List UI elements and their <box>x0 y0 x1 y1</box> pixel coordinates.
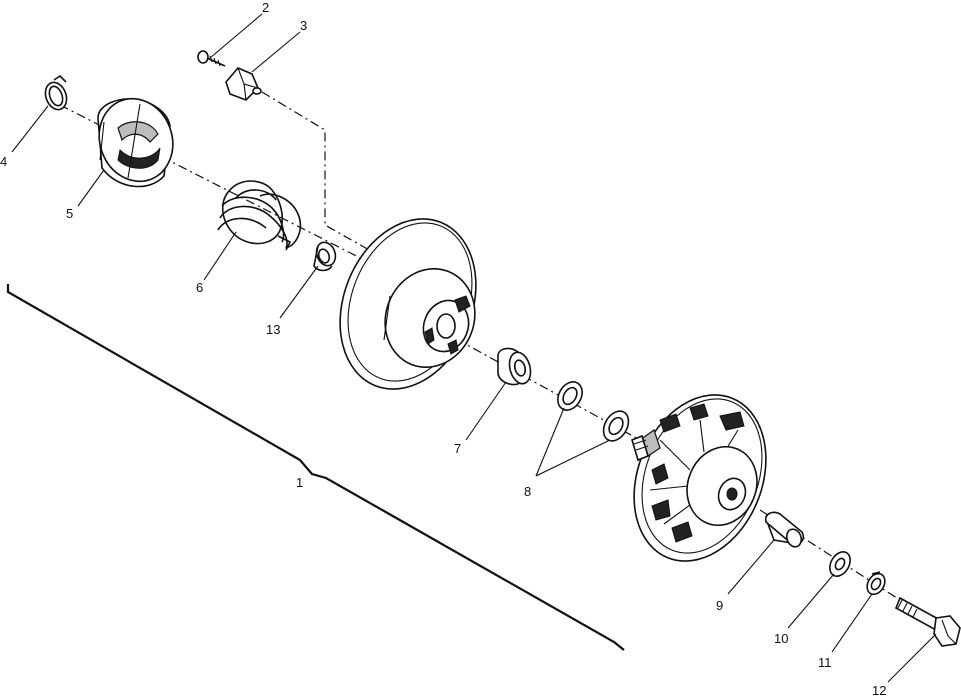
stationary-sheave <box>631 394 767 562</box>
callout-13: 13 <box>266 322 280 337</box>
callout-10: 10 <box>774 631 788 646</box>
callout-6: 6 <box>196 280 203 295</box>
part-4-snap-ring <box>44 74 68 111</box>
assembly-brace <box>6 284 625 651</box>
callout-3: 3 <box>300 18 307 33</box>
callout-1: 1 <box>296 475 303 490</box>
part-12-bolt <box>894 596 961 647</box>
part-13-bushing <box>313 241 337 272</box>
part-5-cam <box>97 97 174 188</box>
part-8-washer-b <box>602 410 630 442</box>
moveable-sheave <box>339 218 477 390</box>
part-8-washer-a <box>557 381 583 411</box>
part-7-bushing <box>497 347 532 386</box>
callout-9: 9 <box>716 598 723 613</box>
callout-5: 5 <box>66 206 73 221</box>
part-11-lock-washer <box>866 571 886 596</box>
callout-labels: 1 2 3 4 5 6 7 8 9 10 11 12 13 <box>0 0 886 698</box>
part-3-block <box>225 67 262 101</box>
part-10-washer <box>829 551 851 577</box>
callout-4: 4 <box>0 154 7 169</box>
part-6-spring <box>217 180 302 251</box>
part-2-screw <box>197 50 226 67</box>
callout-7: 7 <box>454 441 461 456</box>
leader-lines <box>11 13 937 683</box>
callout-11: 11 <box>818 655 832 670</box>
callout-2: 2 <box>262 0 269 15</box>
part-9-spacer <box>764 511 805 548</box>
callout-8: 8 <box>524 484 531 499</box>
callout-12: 12 <box>872 683 886 698</box>
